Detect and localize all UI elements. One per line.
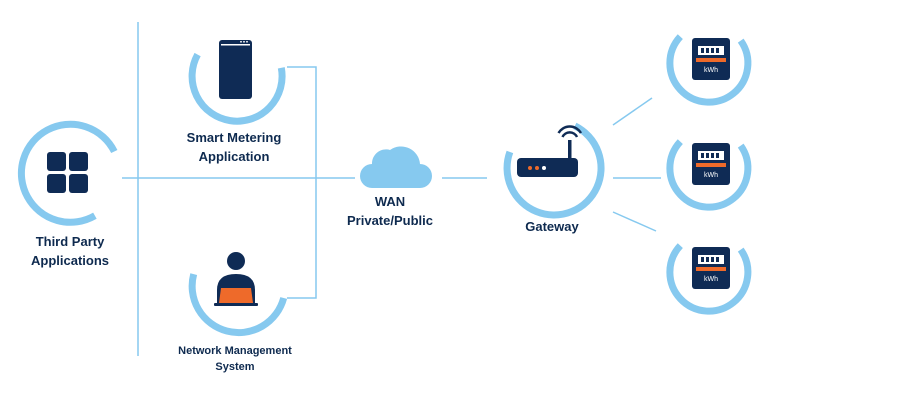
smart-metering-node <box>188 40 286 125</box>
gateway-meter3-link <box>612 211 657 232</box>
third-party-label: Third Party Applications <box>8 232 132 270</box>
gateway-label: Gateway <box>500 217 604 236</box>
server-icon <box>219 40 252 99</box>
wan-label-line1: WAN <box>374 194 406 209</box>
gateway-node <box>503 122 605 219</box>
electric-meter-icon: kWh <box>692 143 730 185</box>
meter-node-2: kWh <box>666 139 752 211</box>
meter-ring-3 <box>666 243 752 315</box>
wan-label-line2: Private/Public <box>347 213 433 228</box>
meter-ring-1 <box>666 34 752 106</box>
gateway-ring <box>503 122 605 219</box>
smart-metering-ring <box>188 52 286 125</box>
nms-ring <box>188 273 288 337</box>
meter-ring-2 <box>666 139 752 211</box>
meter-node-1: kWh <box>666 34 752 106</box>
nms-label-line2: System <box>215 361 255 373</box>
router-icon <box>517 125 583 177</box>
third-party-ring <box>17 120 118 226</box>
third-party-label-line2: Applications <box>30 253 109 268</box>
smart-metering-label-line1: Smart Metering <box>186 130 282 145</box>
apps-bracket-link <box>287 66 317 299</box>
wan-label: WAN Private/Public <box>330 192 450 230</box>
electric-meter-icon: kWh <box>692 247 730 289</box>
nms-label: Network Management System <box>162 343 308 375</box>
third-party-node <box>17 120 118 226</box>
meter-unit-label: kWh <box>704 67 718 74</box>
connections <box>122 22 661 356</box>
gateway-meter1-link <box>612 97 653 126</box>
operator-laptop-icon <box>214 252 258 306</box>
smart-metering-label-line2: Application <box>198 149 270 164</box>
grid-apps-icon <box>47 152 88 193</box>
nms-label-line1: Network Management <box>178 345 292 357</box>
third-party-label-line1: Third Party <box>35 234 105 249</box>
nms-node <box>188 252 288 337</box>
cloud-icon <box>360 146 432 188</box>
meter-unit-label: kWh <box>704 276 718 283</box>
gateway-label-text: Gateway <box>525 219 579 234</box>
smart-metering-label: Smart Metering Application <box>170 128 298 166</box>
electric-meter-icon: kWh <box>692 38 730 80</box>
meter-node-3: kWh <box>666 243 752 315</box>
meter-unit-label: kWh <box>704 172 718 179</box>
